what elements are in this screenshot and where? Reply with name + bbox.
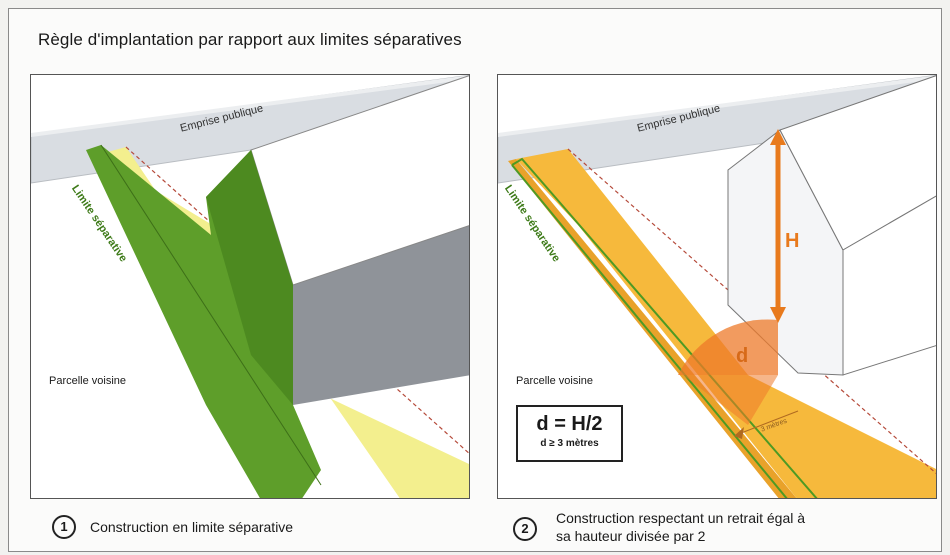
- panel2-drawing: [498, 75, 936, 498]
- caption-1: Construction en limite séparative: [90, 519, 294, 535]
- formula-box: d = H/2 d ≥ 3 mètres: [516, 405, 623, 462]
- min-distance-tick: [735, 410, 799, 436]
- distance-symbol: d: [736, 345, 749, 367]
- figure-title: Règle d'implantation par rapport aux lim…: [38, 30, 462, 49]
- distance-wedge: [678, 375, 778, 425]
- limit-line-2: [511, 164, 788, 498]
- panel-construction-with-setback: Emprise publique Limite séparative Parce…: [497, 74, 937, 499]
- height-arrow-head-top: [770, 129, 786, 145]
- limit-line: [100, 144, 322, 486]
- caption-2-line1: Construction respectant un retrait égal …: [556, 510, 806, 526]
- distance-arc: [678, 319, 778, 375]
- panel-construction-on-limit: Emprise publique Limite séparative Parce…: [30, 74, 470, 499]
- formula-constraint: d ≥ 3 mètres: [540, 438, 599, 449]
- road-top-edge: [498, 75, 936, 137]
- height-arrow-head-bottom: [770, 307, 786, 323]
- road-top-edge: [31, 75, 469, 137]
- caption-2: Construction respectant un retrait égal …: [556, 509, 805, 545]
- building-side: [842, 195, 936, 376]
- formula-main: d = H/2: [536, 413, 603, 435]
- panel1-drawing: [31, 75, 469, 498]
- parcel-label: Parcelle voisine: [516, 375, 594, 387]
- min-arrow-left: [734, 427, 744, 439]
- height-symbol: H: [785, 230, 800, 252]
- green-wall-shade: [206, 150, 293, 405]
- orange-band: [516, 149, 936, 498]
- orange-band-left: [508, 159, 797, 498]
- caption-number-1: 1: [52, 515, 76, 539]
- caption-2-line2: sa hauteur divisée par 2: [556, 528, 706, 544]
- parcel-label: Parcelle voisine: [49, 375, 127, 387]
- caption-number-2: 2: [513, 517, 537, 541]
- yellow-band: [89, 147, 469, 498]
- building-roof: [779, 75, 936, 251]
